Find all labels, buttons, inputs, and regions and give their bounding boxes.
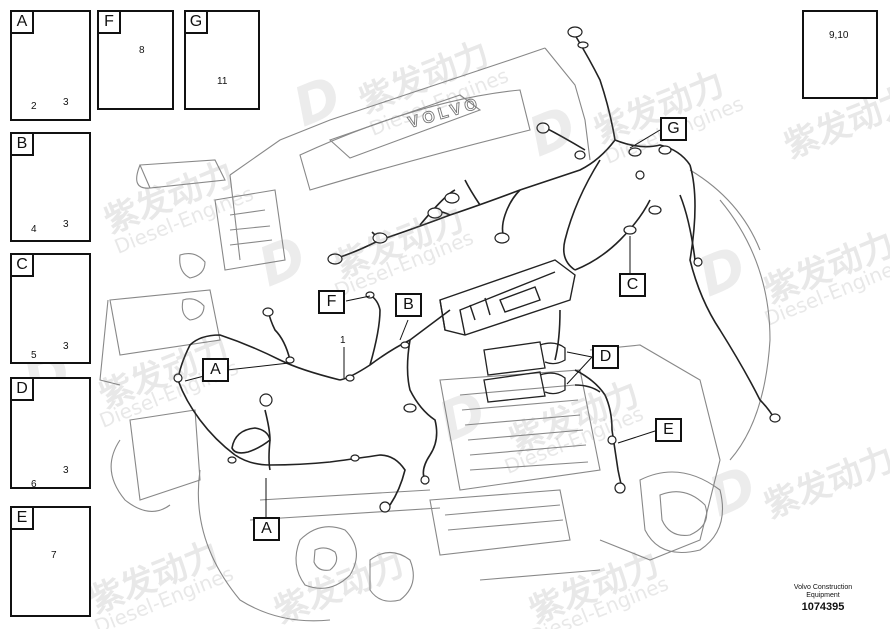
callout-a-bottom: A xyxy=(253,517,280,541)
engine-outline xyxy=(99,47,771,622)
panel-letter: E xyxy=(10,506,34,530)
connector-group-d xyxy=(483,341,566,403)
part-number: 3 xyxy=(63,97,69,108)
callout-f: F xyxy=(318,290,345,314)
ecu-module xyxy=(439,259,576,336)
footer-company-line1: Volvo Construction xyxy=(793,584,853,591)
panel-letter: F xyxy=(97,10,121,34)
panel-letter: B xyxy=(10,132,34,156)
footer-company-line2: Equipment xyxy=(806,592,840,599)
part-number: 9,10 xyxy=(829,30,849,41)
panel-letter: G xyxy=(184,10,208,34)
panel-letter: A xyxy=(10,10,34,34)
detail-panel-d: D 6 3 xyxy=(10,377,91,490)
harness-item-number: 1 xyxy=(340,335,346,346)
detail-panel-f: F 8 xyxy=(97,10,174,110)
drawing-id: 1074395 xyxy=(801,601,845,613)
leader-lines xyxy=(184,129,661,517)
part-number: 11 xyxy=(217,76,228,87)
part-number: 4 xyxy=(31,224,37,235)
callout-d: D xyxy=(592,345,619,369)
part-number: 7 xyxy=(51,550,57,561)
part-number: 3 xyxy=(63,341,69,352)
detail-panel-a: A 2 3 xyxy=(10,10,91,121)
part-number: 2 xyxy=(31,101,37,112)
callout-b: B xyxy=(395,293,422,317)
callout-g: G xyxy=(660,117,687,141)
callout-e: E xyxy=(655,418,682,442)
panel-letter: C xyxy=(10,253,34,277)
panel-letter: D xyxy=(10,377,34,401)
detail-panel-e: E 7 xyxy=(10,506,91,617)
detail-panel-g: G 11 xyxy=(184,10,260,110)
part-number: 5 xyxy=(31,350,37,361)
detail-panel-b: B 4 3 xyxy=(10,132,91,242)
part-number: 6 xyxy=(31,479,37,490)
part-number: 3 xyxy=(63,219,69,230)
callout-c: C xyxy=(619,273,646,297)
part-number: 3 xyxy=(63,465,69,476)
part-number: 8 xyxy=(139,45,145,56)
detail-panel-c: C 5 3 xyxy=(10,253,91,364)
cable-tie-panel: 9,10 xyxy=(802,10,878,99)
callout-a-left: A xyxy=(202,358,229,382)
